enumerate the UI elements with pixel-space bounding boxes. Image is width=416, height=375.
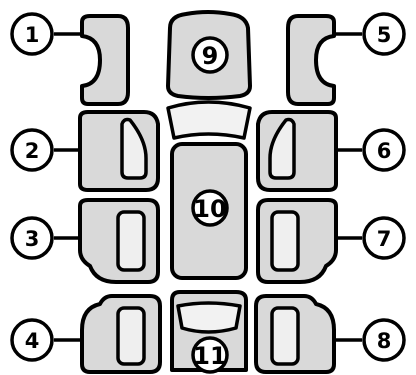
callout-label-1: 1 bbox=[25, 23, 40, 47]
callout-1: 1 bbox=[10, 12, 80, 56]
callout-circle-7 bbox=[362, 216, 406, 260]
callout-label-8: 8 bbox=[377, 329, 392, 353]
callout-circle-8 bbox=[362, 318, 406, 362]
part-2-left-front-door bbox=[78, 110, 160, 192]
part-3-left-rear-door bbox=[78, 198, 160, 284]
callout-circle-3 bbox=[10, 216, 54, 260]
callout-4: 4 bbox=[10, 318, 80, 362]
callout-label-5: 5 bbox=[377, 23, 392, 47]
callout-label-11: 11 bbox=[193, 342, 226, 370]
part-6-window bbox=[268, 117, 296, 180]
part-11-trunk: 11 bbox=[170, 290, 248, 374]
callout-6: 6 bbox=[336, 128, 406, 172]
callout-circle-2 bbox=[10, 128, 54, 172]
part-7-window bbox=[270, 210, 300, 272]
callout-circle-9 bbox=[191, 36, 229, 74]
part-7-right-rear-door bbox=[256, 198, 338, 284]
part-6-right-front-door bbox=[256, 110, 338, 192]
callout-label-3: 3 bbox=[25, 227, 40, 251]
callout-circle-5 bbox=[362, 12, 406, 56]
rear-window bbox=[176, 301, 242, 334]
callout-circle-10 bbox=[191, 189, 229, 227]
callout-label-9: 9 bbox=[202, 42, 219, 70]
callout-2: 2 bbox=[10, 128, 80, 172]
part-4-left-rear-quarter bbox=[80, 294, 162, 374]
part-8-window bbox=[270, 306, 300, 366]
part-4-window bbox=[116, 306, 146, 366]
callout-label-10: 10 bbox=[193, 195, 226, 223]
callout-circle-1 bbox=[10, 12, 54, 56]
callout-7: 7 bbox=[336, 216, 406, 260]
part-9-hood: 9 bbox=[166, 10, 252, 140]
callout-circle-11 bbox=[191, 336, 229, 374]
callout-circle-4 bbox=[10, 318, 54, 362]
part-2-window bbox=[120, 117, 148, 180]
windshield bbox=[166, 100, 252, 140]
callout-label-7: 7 bbox=[377, 227, 392, 251]
callout-3: 3 bbox=[10, 216, 80, 260]
callout-label-4: 4 bbox=[25, 329, 40, 353]
part-3-window bbox=[116, 210, 146, 272]
part-10-roof: 10 bbox=[170, 142, 248, 280]
part-1-left-front-fender bbox=[80, 14, 130, 106]
callout-label-2: 2 bbox=[25, 139, 40, 163]
part-8-right-rear-quarter bbox=[254, 294, 336, 374]
callout-8: 8 bbox=[336, 318, 406, 362]
callout-label-6: 6 bbox=[377, 139, 392, 163]
part-5-right-front-fender bbox=[286, 14, 336, 106]
callout-5: 5 bbox=[336, 12, 406, 56]
callout-circle-6 bbox=[362, 128, 406, 172]
